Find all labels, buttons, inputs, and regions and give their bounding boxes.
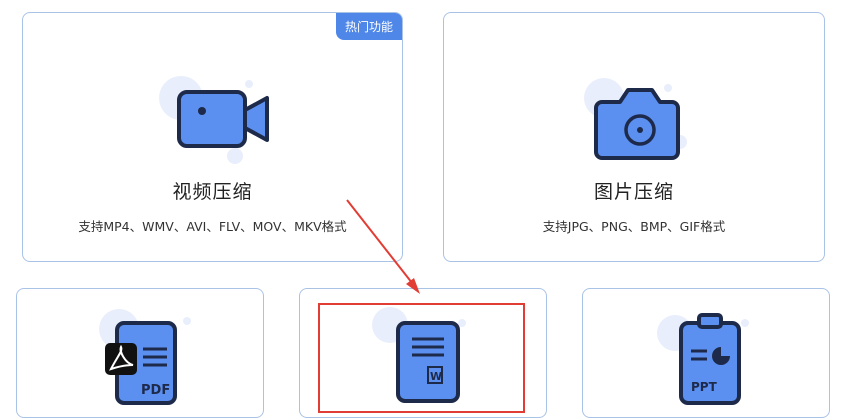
image-compress-card[interactable]: 图片压缩 支持JPG、PNG、BMP、GIF格式 bbox=[443, 12, 825, 262]
word-compress-card[interactable]: W bbox=[299, 288, 547, 418]
camera-icon bbox=[584, 78, 687, 160]
pdf-file-icon: PDF bbox=[99, 309, 191, 405]
word-highlight-box bbox=[318, 303, 525, 413]
image-compress-desc: 支持JPG、PNG、BMP、GIF格式 bbox=[542, 219, 726, 234]
word-icon-label: W bbox=[430, 370, 442, 383]
video-camera-icon bbox=[159, 76, 269, 164]
video-compress-card[interactable]: 热门功能 视频压缩 支持MP4、WMV、AVI、FLV、MOV、MKV格式 bbox=[22, 12, 403, 262]
hot-feature-badge: 热门功能 bbox=[335, 13, 402, 40]
video-compress-desc: 支持MP4、WMV、AVI、FLV、MOV、MKV格式 bbox=[78, 219, 347, 234]
pdf-icon-label: PDF bbox=[141, 383, 170, 398]
ppt-icon-label: PPT bbox=[691, 380, 718, 394]
video-compress-title: 视频压缩 bbox=[172, 181, 253, 203]
pdf-compress-card[interactable]: PDF bbox=[16, 288, 264, 418]
ppt-clipboard-icon: PPT bbox=[657, 313, 749, 405]
image-compress-title: 图片压缩 bbox=[593, 181, 674, 203]
ppt-compress-card[interactable]: PPT bbox=[582, 288, 830, 418]
